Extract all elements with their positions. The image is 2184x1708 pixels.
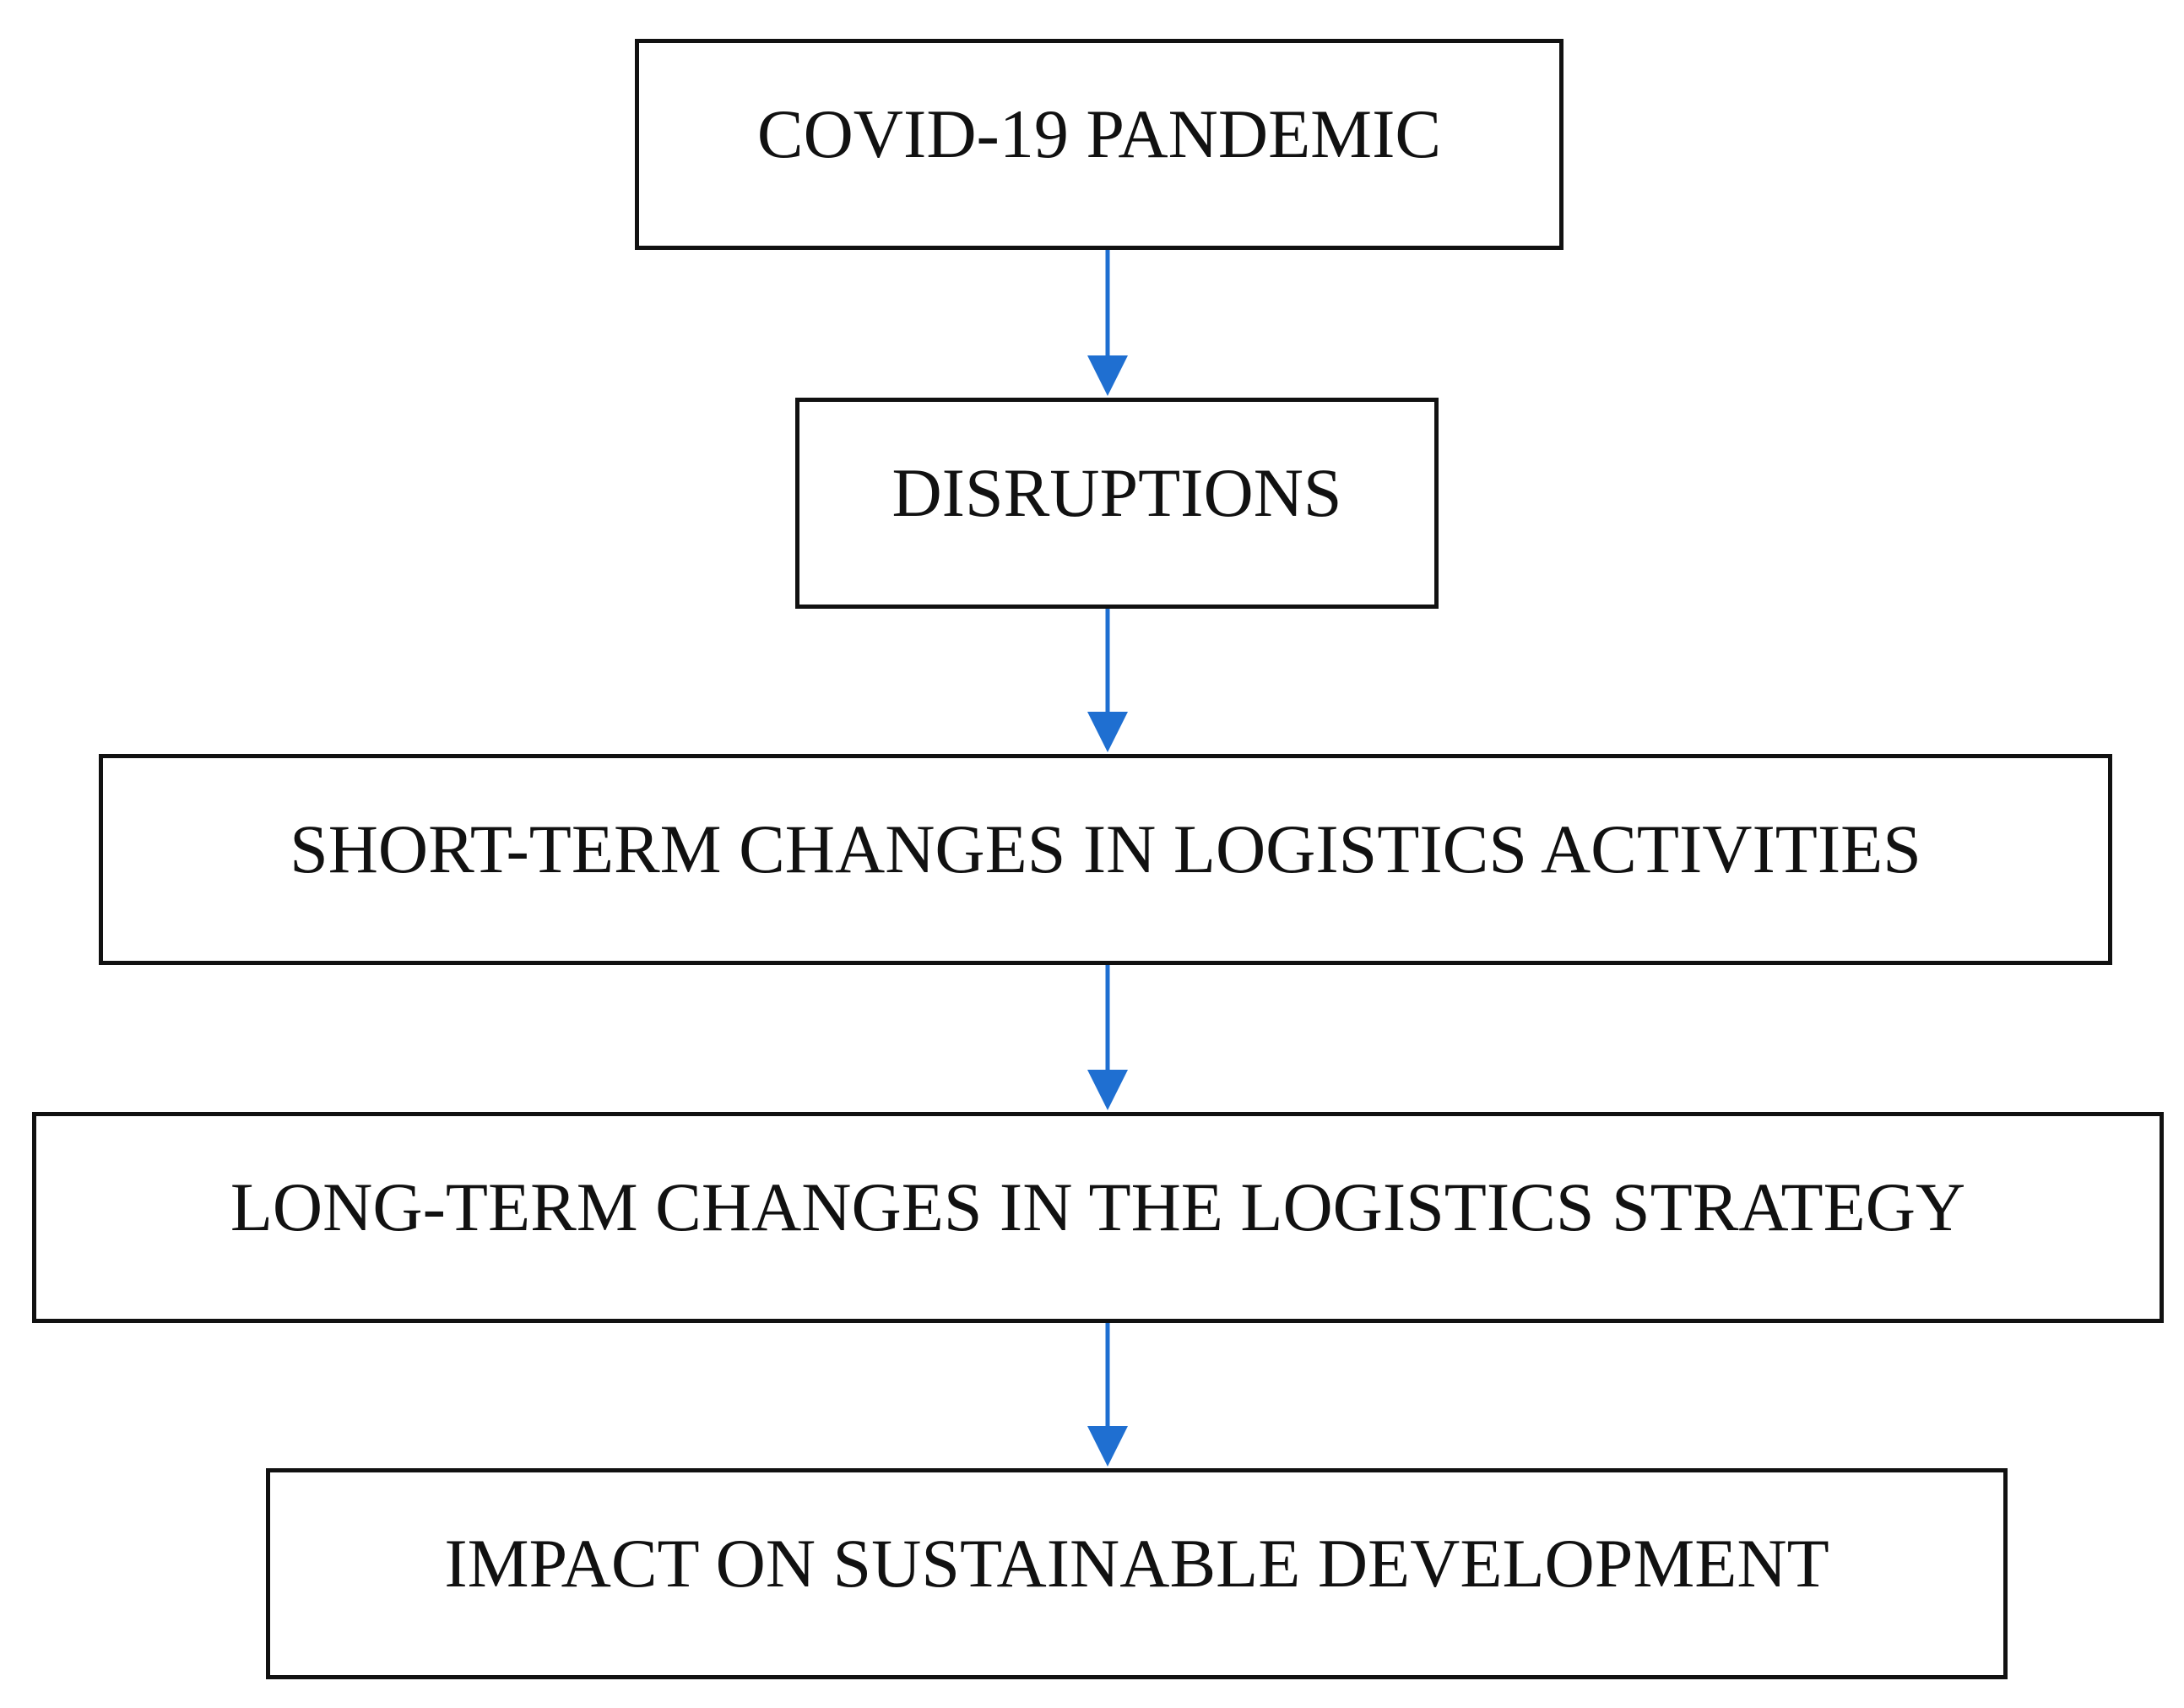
node-long-term-changes: LONG-TERM CHANGES IN THE LOGISTICS STRAT… [32,1112,2164,1323]
node-label-covid-19-pandemic: COVID-19 PANDEMIC [756,95,1442,172]
node-label-short-term-changes: SHORT-TERM CHANGES IN LOGISTICS ACTIVITI… [290,811,1921,887]
arrow-head-short-term-to-long-term [1087,1070,1128,1110]
node-disruptions: DISRUPTIONS [795,398,1439,609]
node-impact-on-sustainable-development: IMPACT ON SUSTAINABLE DEVELOPMENT [266,1468,2008,1679]
node-label-disruptions: DISRUPTIONS [891,454,1342,531]
node-short-term-changes: SHORT-TERM CHANGES IN LOGISTICS ACTIVITI… [99,754,2112,965]
node-label-long-term-changes: LONG-TERM CHANGES IN THE LOGISTICS STRAT… [230,1168,1966,1245]
arrow-head-long-term-to-impact [1087,1426,1128,1467]
node-covid-19-pandemic: COVID-19 PANDEMIC [635,39,1563,250]
arrow-head-covid-to-disruptions [1087,355,1128,396]
node-label-impact: IMPACT ON SUSTAINABLE DEVELOPMENT [444,1525,1829,1602]
arrow-head-disruptions-to-short-term [1087,712,1128,752]
